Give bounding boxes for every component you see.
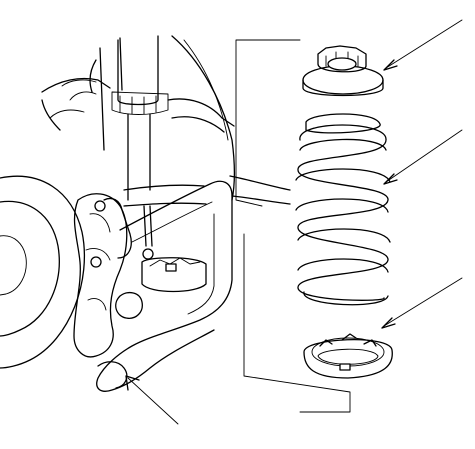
upper-seat-wall <box>302 79 384 97</box>
lower-arm-rear-bushing <box>97 361 128 389</box>
stabilizer-link <box>143 205 153 247</box>
lower-seat-inner <box>317 348 379 365</box>
lower-seat-body <box>303 338 393 379</box>
body-panel-outline <box>41 37 123 151</box>
caliper-bolt-upper-icon <box>94 200 106 212</box>
spring-coils <box>297 124 389 301</box>
lower-arm-pocket-rim <box>149 257 201 267</box>
stabilizer-link-end-icon <box>142 248 154 260</box>
fender-inner-arc <box>183 39 229 141</box>
lower-arm-edge <box>131 201 215 315</box>
leader-coil-spring <box>385 129 463 183</box>
caliper-bracket <box>103 197 132 259</box>
upper-seat-boss <box>317 45 367 73</box>
lower-seat-tabs <box>319 333 377 347</box>
spring-bottom-coil <box>303 291 389 306</box>
coil-spring <box>295 113 391 306</box>
pocket-tab-icon <box>165 263 177 272</box>
ball-joint <box>115 291 143 319</box>
body-panel-detail <box>49 79 97 119</box>
vehicle-suspension-assembly <box>0 35 291 392</box>
upper-spring-seat <box>302 45 384 97</box>
subframe-beam <box>229 175 291 205</box>
knuckle-detail <box>85 213 111 311</box>
arrow-lower-spring-seat-icon <box>381 317 396 329</box>
callout-leaders <box>125 19 463 425</box>
spring-coils-back <box>295 138 391 273</box>
brake-disc-inner <box>0 200 60 337</box>
lower-seat-tab-icon <box>339 363 351 371</box>
strut-collar <box>111 91 169 115</box>
leader-lower-arm <box>127 377 179 425</box>
fender-arc <box>171 35 235 201</box>
caliper-bolt-lower-icon <box>90 256 102 268</box>
drive-shaft <box>123 184 207 207</box>
steering-knuckle <box>73 193 128 358</box>
upper-seat-center-hole <box>327 57 357 71</box>
part-group-bracket <box>235 39 351 413</box>
strut-collar-ribs <box>119 95 157 115</box>
lower-arm-spring-pocket <box>141 257 207 293</box>
arrow-coil-spring-icon <box>383 173 398 185</box>
strut-lower-tube <box>127 113 151 201</box>
arrow-lower-arm-icon <box>125 375 140 391</box>
hub-face <box>0 235 27 296</box>
strut-body <box>117 35 159 106</box>
spring-top-coil <box>305 113 381 134</box>
leader-lower-spring-seat <box>383 277 463 327</box>
upper-mount-bracket <box>167 98 235 133</box>
arrow-upper-spring-seat-icon <box>383 59 398 71</box>
lower-arm <box>96 180 233 392</box>
leader-upper-spring-seat <box>385 19 463 69</box>
lower-spring-seat <box>303 333 393 379</box>
brake-disc-outer <box>0 175 86 369</box>
